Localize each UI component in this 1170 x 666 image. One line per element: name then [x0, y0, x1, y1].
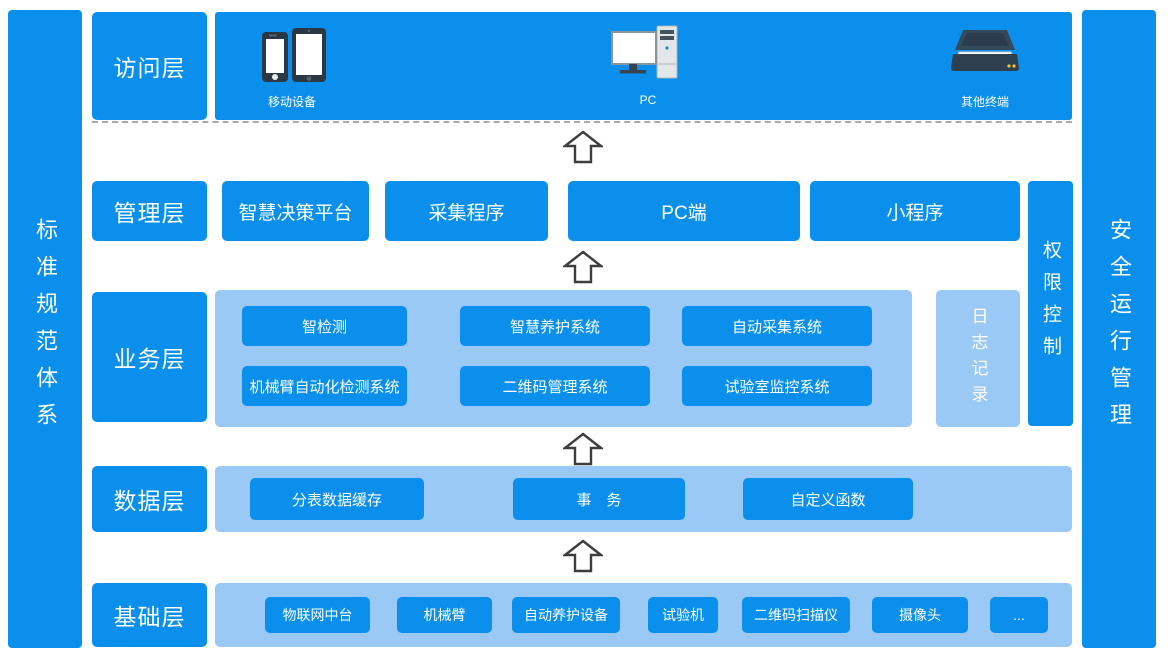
- management-layer-label: 管理层: [113, 200, 186, 226]
- biz-box-qrcode-management: 二维码管理系统: [460, 366, 650, 406]
- mgmt-box-label: PC端: [661, 202, 707, 224]
- pc-caption: PC: [639, 93, 657, 107]
- mgmt-box-label: 小程序: [886, 202, 944, 224]
- management-layer-label-box: 管理层: [92, 181, 207, 241]
- access-layer-label: 访问层: [113, 55, 186, 81]
- standards-system-label: 标准规范体系: [33, 218, 58, 440]
- base-box-iot-platform: 物联网中台: [265, 597, 370, 633]
- data-box-transactions: 事 务: [513, 478, 685, 520]
- business-layer-label: 业务层: [113, 346, 186, 372]
- access-item-other: 其他终端: [930, 24, 1040, 110]
- data-box-custom-functions: 自定义函数: [743, 478, 913, 520]
- mobile-devices-caption: 移动设备: [267, 95, 316, 109]
- base-layer-label: 基础层: [113, 604, 186, 630]
- standards-system-bar: 标准规范体系: [8, 10, 82, 648]
- biz-box-label: 智检测: [301, 318, 347, 336]
- data-box-table-cache: 分表数据缓存: [250, 478, 424, 520]
- mgmt-box-label: 智慧决策平台: [238, 202, 353, 224]
- base-box-label: 试验机: [662, 607, 704, 623]
- base-box-camera: 摄像头: [872, 597, 968, 633]
- biz-box-smart-maintenance: 智慧养护系统: [460, 306, 650, 346]
- access-item-mobile: 移动设备: [237, 24, 347, 110]
- biz-box-label: 试验室监控系统: [724, 378, 830, 396]
- other-terminals-caption: 其他终端: [960, 95, 1009, 109]
- mgmt-box-label: 采集程序: [428, 202, 505, 224]
- base-box-auto-maintenance-equipment: 自动养护设备: [512, 597, 620, 633]
- data-box-label: 事 务: [576, 491, 622, 509]
- base-box-label: 自动养护设备: [524, 607, 608, 623]
- data-box-label: 自定义函数: [790, 491, 866, 509]
- pc-icon: [611, 25, 678, 79]
- base-box-label: 物联网中台: [282, 607, 353, 623]
- base-box-ellipsis: ...: [990, 597, 1048, 633]
- safe-operation-label: 安全运行管理: [1107, 218, 1132, 440]
- biz-box-label: 机械臂自动化检测系统: [249, 378, 400, 396]
- base-box-label: 机械臂: [423, 607, 466, 623]
- mgmt-box-mini-program: 小程序: [810, 181, 1020, 241]
- business-layer-container: 智检测 智慧养护系统 自动采集系统 机械臂自动化检测系统 二维码管理系统 试验室…: [215, 290, 912, 427]
- permission-control-label: 权限控制: [1040, 239, 1061, 368]
- up-arrow-icon: [563, 130, 603, 164]
- access-layer-dashed-divider: [92, 121, 1072, 123]
- log-record-box: 日志记录: [936, 290, 1020, 427]
- base-box-qrcode-scanner: 二维码扫描仪: [742, 597, 850, 633]
- base-box-label: ...: [1013, 607, 1025, 623]
- up-arrow-icon: [563, 432, 603, 466]
- permission-control-bar: 权限控制: [1028, 181, 1073, 426]
- biz-box-label: 自动采集系统: [731, 318, 822, 336]
- access-layer-label-box: 访问层: [92, 12, 207, 120]
- base-layer-container: 物联网中台 机械臂 自动养护设备 试验机 二维码扫描仪 摄像头 ...: [215, 583, 1072, 647]
- business-layer-label-box: 业务层: [92, 292, 207, 422]
- biz-box-smart-detection: 智检测: [242, 306, 407, 346]
- biz-box-auto-collection: 自动采集系统: [682, 306, 872, 346]
- mgmt-box-decision-platform: 智慧决策平台: [222, 181, 369, 241]
- base-box-testing-machine: 试验机: [648, 597, 718, 633]
- up-arrow-icon: [563, 250, 603, 284]
- data-layer-container: 分表数据缓存 事 务 自定义函数: [215, 466, 1072, 532]
- base-box-robotic-arm: 机械臂: [397, 597, 492, 633]
- safe-operation-bar: 安全运行管理: [1082, 10, 1156, 648]
- base-box-label: 摄像头: [899, 607, 941, 623]
- biz-box-label: 二维码管理系统: [502, 378, 608, 396]
- data-layer-label: 数据层: [113, 488, 186, 514]
- base-box-label: 二维码扫描仪: [754, 607, 838, 623]
- access-layer-band: 移动设备 PC: [215, 12, 1072, 120]
- mgmt-box-pc-client: PC端: [568, 181, 800, 241]
- log-record-label: 日志记录: [968, 306, 988, 411]
- biz-box-lab-monitoring: 试验室监控系统: [682, 366, 872, 406]
- access-item-pc: PC: [593, 24, 703, 107]
- biz-box-label: 智慧养护系统: [509, 318, 600, 336]
- base-layer-label-box: 基础层: [92, 583, 207, 647]
- up-arrow-icon: [563, 539, 603, 573]
- data-box-label: 分表数据缓存: [291, 491, 382, 509]
- mobile-devices-icon: [262, 28, 326, 82]
- biz-box-robotic-arm-detection: 机械臂自动化检测系统: [242, 366, 407, 406]
- data-layer-label-box: 数据层: [92, 466, 207, 532]
- mgmt-box-collection-program: 采集程序: [385, 181, 548, 241]
- scanner-icon: [951, 30, 1019, 71]
